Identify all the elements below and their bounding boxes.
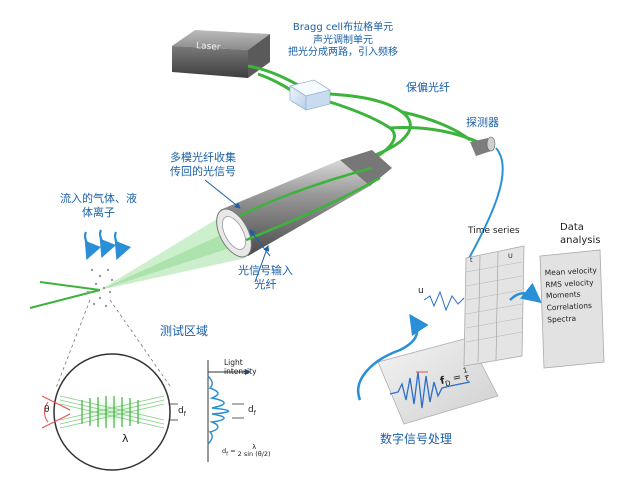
df-label-plot: df	[248, 405, 256, 417]
probe-head	[216, 150, 392, 258]
series-to-analysis-arrow	[509, 282, 542, 304]
detector-cable	[467, 147, 504, 261]
laser-label: Laser	[195, 41, 221, 53]
inflow-arrows	[84, 229, 132, 261]
detector-label: 探测器	[466, 116, 499, 129]
incoming-fluid-label: 流入的气体、液 体离子	[60, 192, 137, 219]
u-column-header: U	[508, 252, 513, 260]
dsp-label: 数字信号处理	[380, 432, 453, 446]
multimode-fiber-label: 多模光纤收集 传回的光信号	[170, 151, 236, 178]
time-series-label: Time series	[468, 226, 520, 236]
df-formula: df = λ 2 sin (θ/2)	[222, 443, 271, 459]
bragg-cell-label: Bragg cell布拉格单元 声光调制单元 把光分成两路，引入频移	[288, 22, 398, 58]
u-axis-label: u	[418, 286, 424, 296]
particles	[86, 268, 114, 308]
pm-fiber-label: 保偏光纤	[406, 81, 450, 94]
data-analysis-label: Data analysis	[560, 222, 601, 246]
test-zone-label: 测试区域	[160, 324, 209, 338]
time-series-card	[423, 245, 525, 367]
zoom-lines	[55, 299, 171, 389]
t-column-header: t	[470, 256, 473, 264]
laser-box	[172, 30, 270, 78]
measurement-volume	[41, 353, 178, 471]
theta-label: θ	[44, 405, 50, 415]
dsp-cable	[357, 313, 429, 401]
data-analysis-card	[539, 249, 605, 369]
analysis-items: Mean velocity RMS velocity Moments Corre…	[545, 265, 600, 326]
pm-fibers	[329, 92, 479, 170]
annotation-arrows	[204, 179, 271, 283]
detector	[470, 136, 496, 156]
bragg-cell	[288, 79, 332, 111]
df-label-circle: df	[178, 406, 186, 418]
light-intensity-label: Light intensity	[224, 358, 257, 377]
intensity-plot	[207, 360, 251, 462]
lambda-label: λ	[122, 432, 129, 445]
input-fiber-label: 光信号输入 光纤	[238, 264, 293, 291]
